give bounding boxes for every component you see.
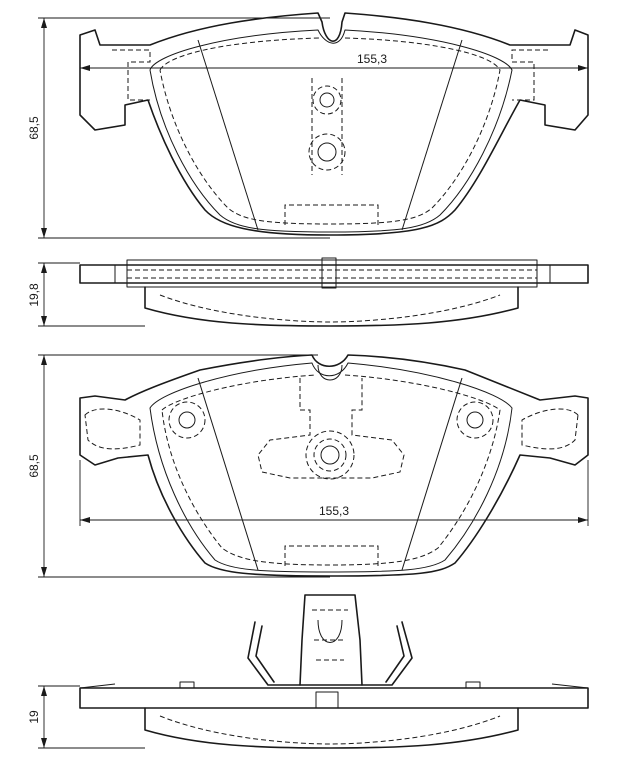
dimension-bottom-thickness: 19 xyxy=(27,685,145,749)
dimension-bottom-height: 68,5 xyxy=(27,354,330,578)
pad-2-side-view xyxy=(79,594,589,749)
pad-2-front-view xyxy=(79,354,589,577)
dimension-top-width-label: 155,3 xyxy=(357,52,387,66)
dimension-bottom-width: 155,3 xyxy=(79,460,589,526)
dimension-top-height-label: 68,5 xyxy=(27,116,41,140)
dimension-bottom-height-label: 68,5 xyxy=(27,454,41,478)
dimension-bottom-width-label: 155,3 xyxy=(319,504,349,518)
dimension-top-width: 155,3 xyxy=(80,52,588,71)
dimension-top-height: 68,5 xyxy=(27,17,330,239)
pad-1-front-view xyxy=(79,12,589,236)
dimension-top-thickness: 19,8 xyxy=(27,262,145,327)
pad-1-side-view xyxy=(79,257,589,327)
dimension-bottom-thickness-label: 19 xyxy=(27,710,41,724)
dimension-top-thickness-label: 19,8 xyxy=(27,283,41,307)
